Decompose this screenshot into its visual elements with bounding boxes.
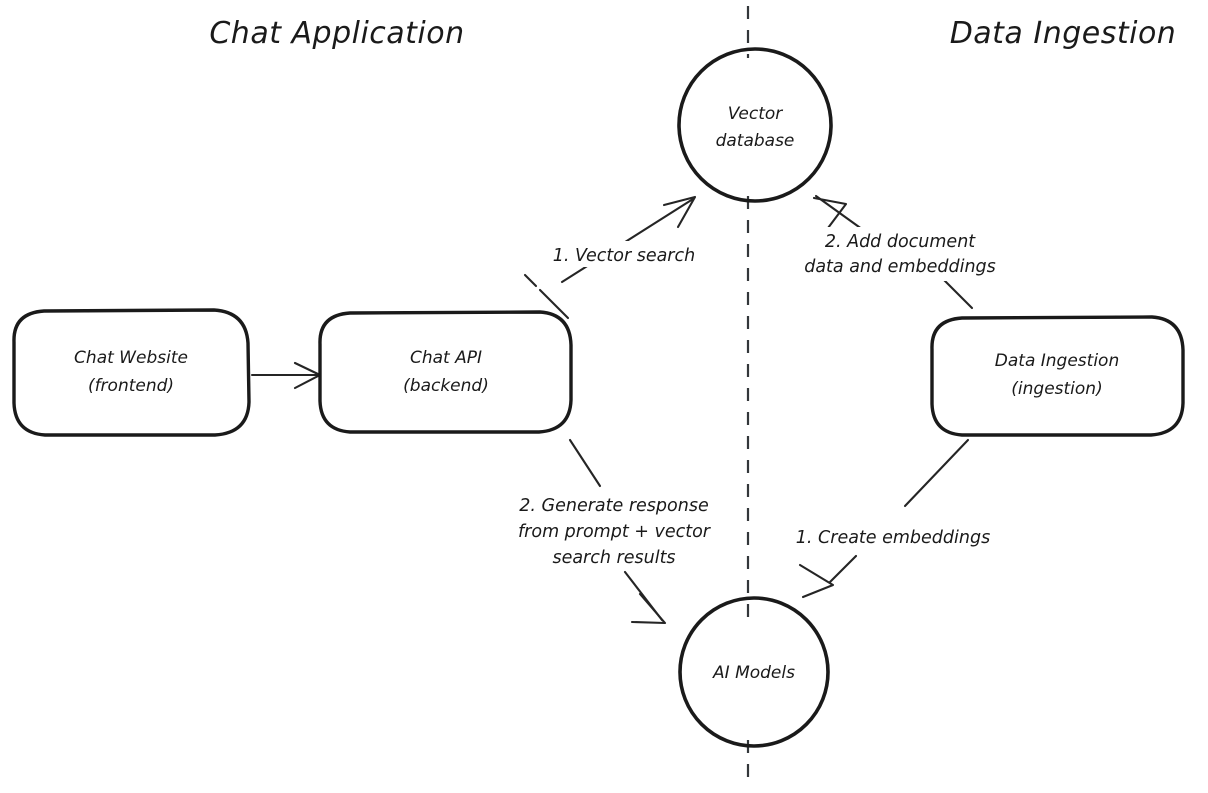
node-vector-database-subtitle: database <box>716 131 795 151</box>
edge-ingestion-to-ai-models <box>798 438 970 599</box>
group-title-data-ingestion: Data Ingestion <box>950 16 1177 51</box>
node-chat-api-subtitle: (backend) <box>403 376 489 396</box>
svg-text:2. Add document: 2. Add document <box>825 232 976 252</box>
edge-label-generate-response: 2. Generate response from prompt + vecto… <box>498 490 732 570</box>
svg-text:1. Vector search: 1. Vector search <box>553 246 695 266</box>
node-chat-website[interactable]: Chat Website (frontend) <box>12 308 251 437</box>
node-vector-database-title: Vector <box>728 104 784 124</box>
node-chat-website-title: Chat Website <box>74 348 188 368</box>
edge-api-to-ai-models <box>568 438 667 625</box>
node-vector-database[interactable]: Vector database <box>677 47 833 203</box>
edge-label-add-document: 2. Add document data and embeddings <box>788 227 1012 281</box>
svg-text:data and embeddings: data and embeddings <box>804 257 996 277</box>
node-data-ingestion-subtitle: (ingestion) <box>1011 379 1102 399</box>
node-chat-website-subtitle: (frontend) <box>88 376 174 396</box>
node-chat-api-title: Chat API <box>410 348 482 368</box>
edge-label-vector-search: 1. Vector search <box>534 241 714 267</box>
edge-website-to-api <box>250 361 322 390</box>
node-chat-api[interactable]: Chat API (backend) <box>318 310 573 434</box>
edge-label-create-embeddings: 1. Create embeddings <box>786 522 1000 548</box>
node-ai-models-title: AI Models <box>712 663 795 683</box>
edge-ingestion-to-vector-db <box>812 194 974 310</box>
node-data-ingestion-title: Data Ingestion <box>995 351 1119 371</box>
node-ai-models[interactable]: AI Models <box>678 596 830 748</box>
svg-text:from prompt + vector: from prompt + vector <box>518 522 712 542</box>
svg-text:1. Create embeddings: 1. Create embeddings <box>796 528 990 548</box>
node-data-ingestion[interactable]: Data Ingestion (ingestion) <box>930 315 1185 437</box>
svg-text:search results: search results <box>552 548 675 568</box>
group-title-chat-application: Chat Application <box>209 16 464 51</box>
svg-text:2. Generate response: 2. Generate response <box>519 496 708 516</box>
edge-api-to-vector-db <box>523 195 697 320</box>
